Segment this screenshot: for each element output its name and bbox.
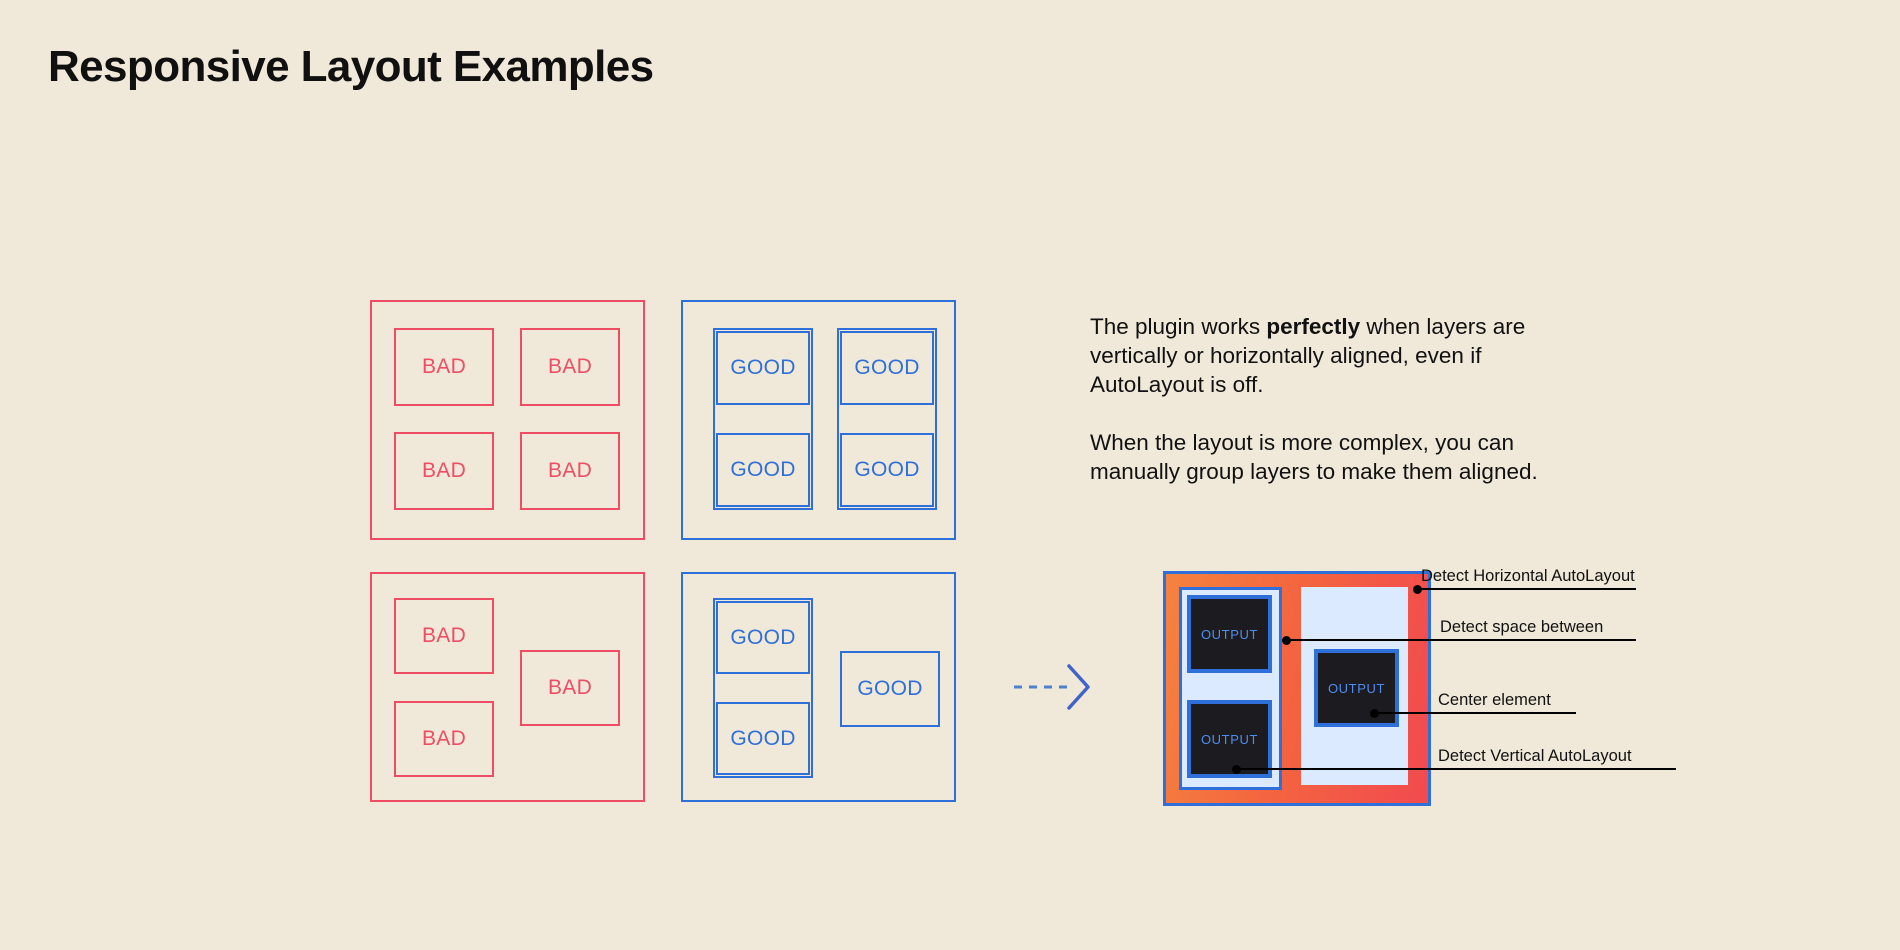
annotation-line (1240, 767, 1676, 770)
group-wrapper (837, 328, 937, 510)
bad-cell: BAD (520, 328, 620, 406)
good-cell: GOOD (716, 433, 810, 507)
paragraph-2: When the layout is more complex, you can… (1090, 430, 1538, 484)
paragraph-1-post: when layers are vertically or horizontal… (1090, 314, 1526, 397)
group-wrapper (713, 598, 813, 778)
annotation-dot (1232, 764, 1241, 774)
annotation-label: Detect Vertical AutoLayout (1438, 747, 1632, 765)
dashed-arrow-right-icon (1012, 660, 1094, 719)
bad-cell: BAD (394, 328, 494, 406)
diagram-left-column: OUTPUT OUTPUT (1179, 587, 1282, 790)
good-cell: GOOD (840, 651, 940, 727)
group-wrapper (713, 328, 813, 510)
description-text: The plugin works perfectly when layers a… (1090, 312, 1560, 486)
annotation-dot (1370, 708, 1379, 718)
good-cell: GOOD (716, 331, 810, 405)
annotation-dot (1282, 635, 1291, 645)
annotation-label: Center element (1438, 691, 1551, 709)
example-panel-good-complex: GOOD GOOD GOOD (681, 572, 956, 802)
good-cell: GOOD (840, 331, 934, 405)
bad-cell: BAD (394, 598, 494, 674)
example-panel-bad-grid: BAD BAD BAD BAD (370, 300, 645, 540)
annotation-line (1290, 638, 1636, 641)
annotation-line (1378, 711, 1576, 714)
bad-cell: BAD (520, 432, 620, 510)
example-panel-bad-complex: BAD BAD BAD (370, 572, 645, 802)
paragraph-1-pre: The plugin works (1090, 314, 1267, 339)
good-cell: GOOD (840, 433, 934, 507)
diagram-right-column: OUTPUT (1301, 587, 1408, 785)
page-title: Responsive Layout Examples (48, 42, 654, 91)
good-cell: GOOD (716, 702, 810, 775)
good-cell: GOOD (716, 601, 810, 674)
output-box: OUTPUT (1187, 700, 1272, 778)
output-box: OUTPUT (1314, 649, 1399, 727)
annotation-line (1421, 587, 1636, 590)
bad-cell: BAD (394, 432, 494, 510)
annotation-dot (1413, 584, 1422, 594)
paragraph-1-strong: perfectly (1266, 314, 1361, 339)
output-box: OUTPUT (1187, 595, 1272, 673)
bad-cell: BAD (394, 701, 494, 777)
autolayout-detection-diagram: OUTPUT OUTPUT OUTPUT (1163, 571, 1431, 806)
paragraph-1: The plugin works perfectly when layers a… (1090, 312, 1560, 399)
annotation-label: Detect Horizontal AutoLayout (1421, 567, 1635, 585)
annotation-label: Detect space between (1440, 618, 1604, 636)
bad-cell: BAD (520, 650, 620, 726)
example-panel-good-grid: GOOD GOOD GOOD GOOD (681, 300, 956, 540)
